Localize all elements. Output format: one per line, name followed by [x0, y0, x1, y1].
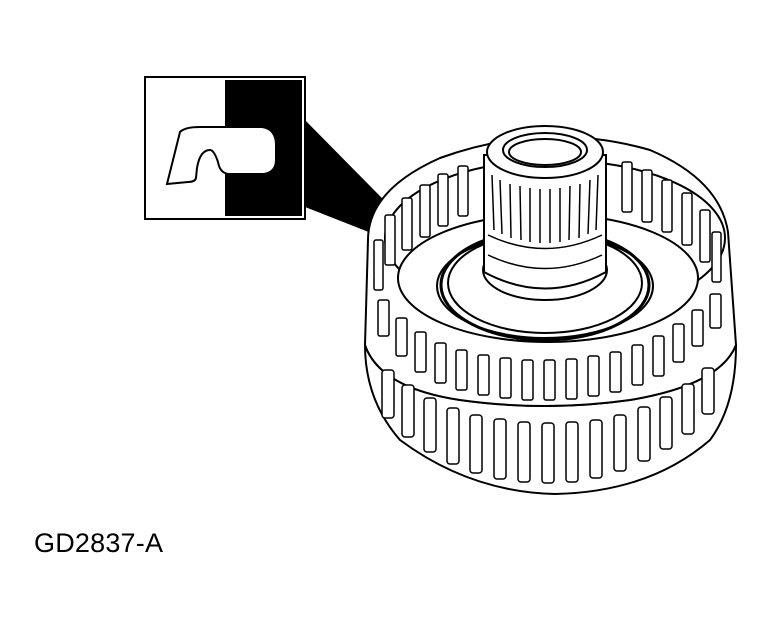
- hub-splines: [491, 174, 599, 243]
- detail-inset: [144, 76, 306, 220]
- figure-id-label: GD2837-A: [34, 528, 164, 558]
- hub-bore: [508, 138, 582, 166]
- mid-ring-teeth: [377, 293, 722, 401]
- upper-wall-slots: [373, 161, 722, 291]
- lower-band-slots: [381, 367, 715, 484]
- hub-cylinder: [483, 154, 607, 290]
- hub-band-2: [487, 254, 603, 270]
- hub-band: [487, 234, 603, 250]
- seal-ring-cross-section-icon: [165, 126, 277, 186]
